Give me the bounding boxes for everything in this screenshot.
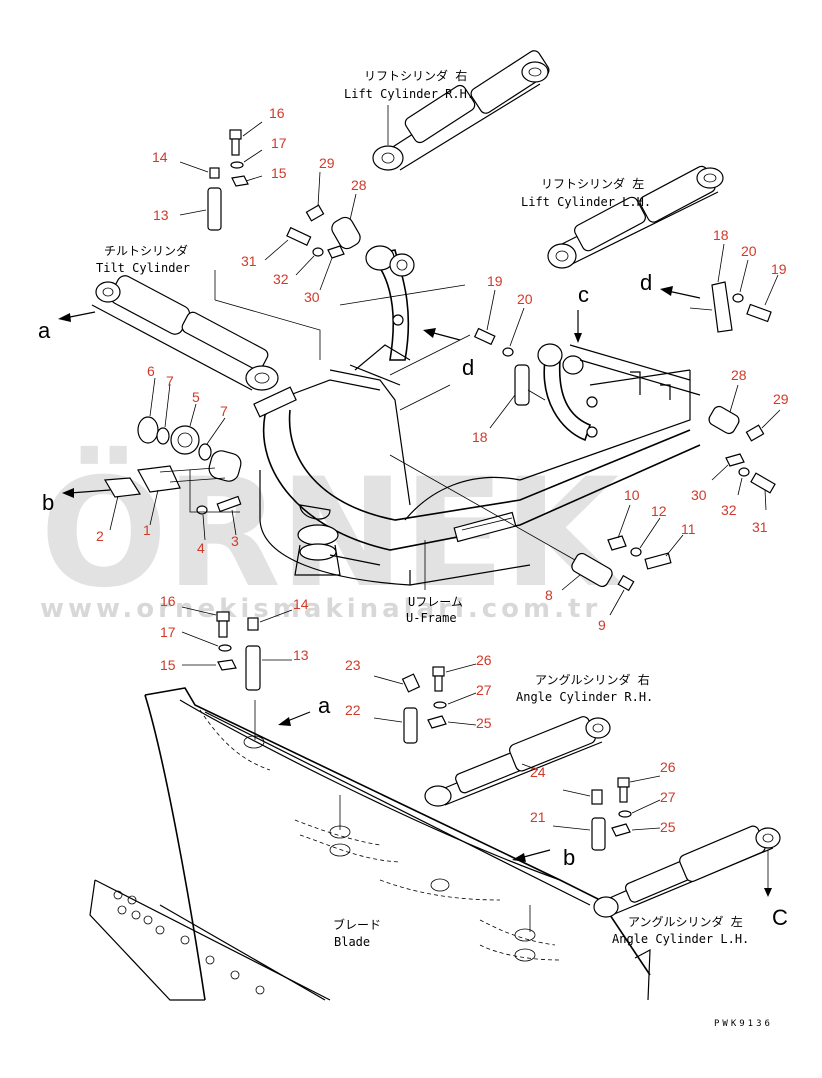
callout-2: 2: [96, 528, 104, 544]
small-parts-lower: [216, 611, 632, 851]
callout-17b: 17: [160, 624, 176, 640]
arrow-a-top-icon: [58, 313, 71, 322]
lift-bracket-lh: [537, 343, 701, 442]
angle-cylinder-rh: [424, 716, 611, 807]
small-parts: [103, 129, 776, 592]
callout-27a: 27: [476, 682, 492, 698]
callout-14a: 14: [152, 149, 168, 165]
label-angle-cyl-lh-en: Angle Cylinder L.H.: [612, 932, 749, 946]
callout-11: 11: [681, 521, 696, 537]
label-lift-cyl-rh-jp: リフトシリンダ 右: [364, 68, 467, 83]
callout-3: 3: [231, 533, 239, 549]
callout-13a: 13: [153, 207, 169, 223]
callout-numbers: 16 17 15 14 13 29 28 31 32 30 6 7 5 7 2 …: [96, 105, 789, 835]
callout-25a: 25: [476, 715, 492, 731]
callout-5: 5: [192, 389, 200, 405]
lift-bracket-rh: [354, 245, 415, 371]
watermark-url: www.ornekismakinalari.com.tr: [40, 594, 601, 624]
direction-arrows: [58, 286, 701, 862]
label-uframe-jp: Uフレーム: [408, 595, 463, 609]
label-lift-cyl-rh-en: Lift Cylinder R.H.: [344, 87, 474, 101]
callout-28a: 28: [351, 177, 367, 193]
arrow-letter-a-bottom: a: [318, 693, 331, 718]
arrow-letters: a b d d c a b C: [38, 270, 788, 930]
label-lift-cyl-lh-en: Lift Cylinder L.H.: [521, 195, 651, 209]
arrow-letter-b-top: b: [42, 490, 54, 515]
callout-17a: 17: [271, 135, 287, 151]
callout-32a: 32: [273, 271, 289, 287]
label-angle-cyl-rh-jp: アングルシリンダ 右: [535, 672, 650, 687]
callout-27b: 27: [660, 789, 676, 805]
angle-cylinder-lh: [593, 825, 781, 918]
arrow-letter-d-mid: d: [462, 355, 474, 380]
arrow-d-mid-icon: [423, 328, 436, 338]
callout-24: 24: [530, 764, 546, 780]
callout-10: 10: [624, 487, 640, 503]
callout-25b: 25: [660, 819, 676, 835]
callout-9: 9: [598, 617, 606, 633]
u-frame: [253, 284, 701, 590]
callout-7b: 7: [220, 403, 228, 419]
lift-cylinder-rh: [372, 50, 550, 171]
callout-20a: 20: [517, 291, 533, 307]
callout-19b: 19: [771, 261, 787, 277]
callout-6: 6: [147, 363, 155, 379]
callout-12: 12: [651, 503, 667, 519]
callout-leaders: [109, 121, 781, 831]
drawing-code: PWK9136: [714, 1019, 773, 1029]
tilt-cylinder: [91, 270, 321, 391]
callout-15a: 15: [271, 165, 287, 181]
component-labels: リフトシリンダ 右 Lift Cylinder R.H. リフトシリンダ 左 L…: [96, 68, 773, 1029]
callout-20b: 20: [741, 243, 757, 259]
label-tilt-cyl-en: Tilt Cylinder: [96, 261, 190, 275]
label-angle-cyl-lh-jp: アングルシリンダ 左: [628, 914, 743, 929]
label-blade-en: Blade: [334, 935, 370, 949]
arrow-letter-c: c: [578, 282, 589, 307]
callout-21: 21: [530, 809, 546, 825]
callout-1: 1: [143, 522, 151, 538]
callout-19a: 19: [487, 273, 503, 289]
callout-16b: 16: [160, 593, 176, 609]
callout-18b: 18: [713, 227, 729, 243]
callout-8: 8: [545, 587, 553, 603]
arrow-letter-b-bottom: b: [563, 845, 575, 870]
label-lift-cyl-lh-jp: リフトシリンダ 左: [541, 176, 644, 191]
callout-22: 22: [345, 702, 361, 718]
callout-31b: 31: [752, 519, 768, 535]
label-tilt-cyl-jp: チルトシリンダ: [104, 243, 188, 258]
callout-18a: 18: [472, 429, 488, 445]
arrow-letter-d-right: d: [640, 270, 652, 295]
callout-13b: 13: [293, 647, 309, 663]
arrow-letter-C-bottom: C: [772, 905, 788, 930]
blade: [89, 687, 651, 1001]
callout-31a: 31: [241, 253, 257, 269]
label-uframe-en: U-Frame: [406, 611, 457, 625]
arrow-b-top-icon: [62, 488, 74, 498]
label-blade-jp: ブレード: [333, 917, 381, 932]
arrow-letter-a-top: a: [38, 318, 51, 343]
arrow-c-icon: [574, 333, 582, 343]
callout-32b: 32: [721, 502, 737, 518]
callout-29a: 29: [319, 155, 335, 171]
callout-7: 7: [166, 373, 174, 389]
arrow-b-bottom-icon: [512, 853, 526, 862]
callout-23: 23: [345, 657, 361, 673]
callout-30b: 30: [691, 487, 707, 503]
bolt-16a: [229, 129, 242, 140]
callout-26a: 26: [476, 652, 492, 668]
callout-4: 4: [197, 540, 205, 556]
callout-26b: 26: [660, 759, 676, 775]
callout-16a: 16: [269, 105, 285, 121]
watermark: ÖRNEK www.ornekismakinalari.com.tr: [40, 445, 626, 624]
label-angle-cyl-rh-en: Angle Cylinder R.H.: [516, 690, 653, 704]
arrow-d-right-icon: [660, 286, 673, 296]
arrow-a-bottom-icon: [278, 717, 291, 726]
callout-14b: 14: [293, 596, 309, 612]
callout-28b: 28: [731, 367, 747, 383]
callout-29b: 29: [773, 391, 789, 407]
lift-cylinder-lh: [547, 165, 724, 269]
callout-15b: 15: [160, 657, 176, 673]
callout-30a: 30: [304, 289, 320, 305]
